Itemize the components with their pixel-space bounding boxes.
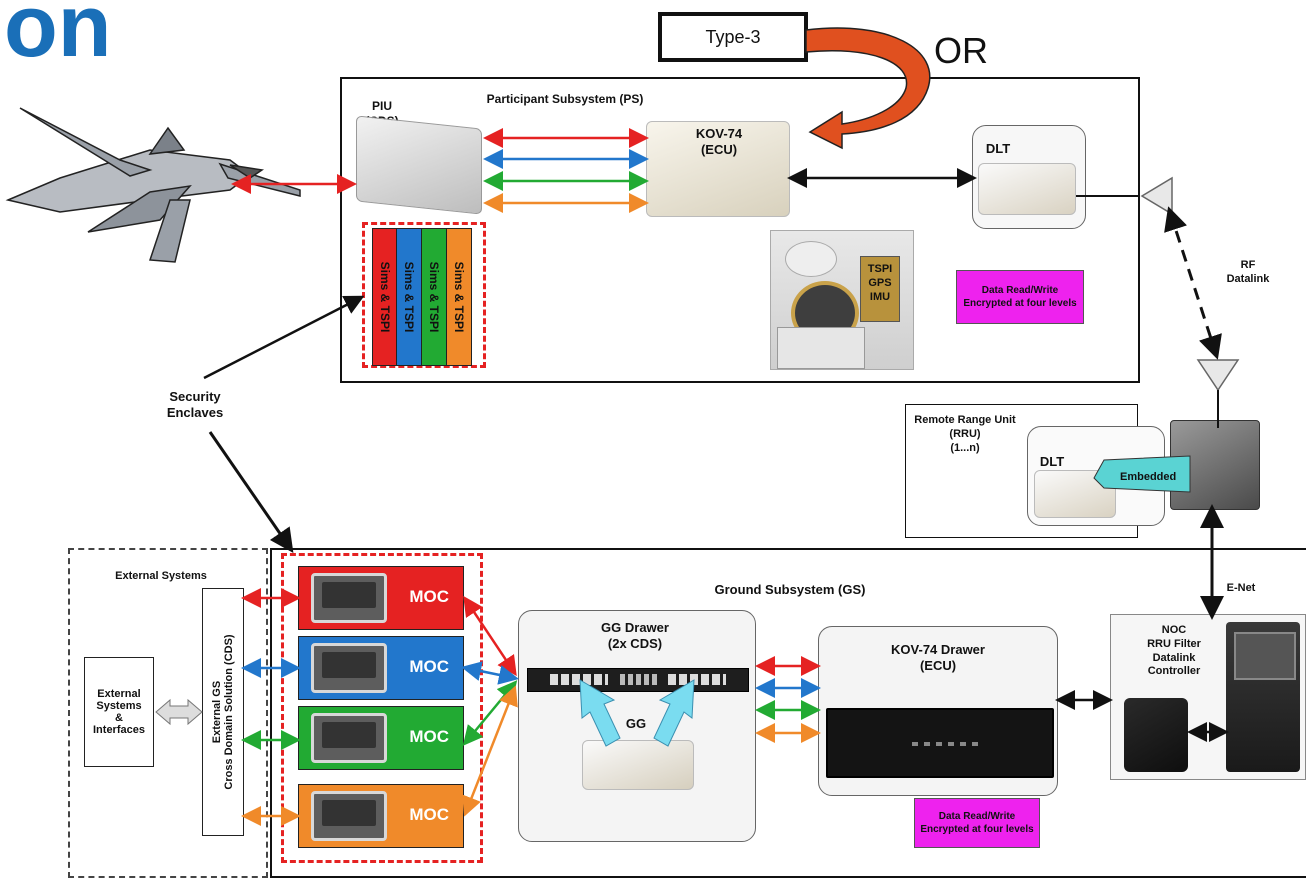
rru-title: Remote Range Unit (RRU) (1...n) <box>914 414 1016 454</box>
gps-antenna <box>785 241 837 277</box>
kov74-ecu-device <box>646 121 790 217</box>
tspi-gps-imu-label: TSPI GPS IMU <box>860 256 900 322</box>
kov74-ecu-label: KOV-74 (ECU) <box>695 126 743 158</box>
gg-rack-ports-right <box>668 674 726 685</box>
external-systems-interfaces-box: External Systems & Interfaces <box>84 657 154 767</box>
sims-tspi-orange: Sims & TSPI <box>446 228 472 366</box>
tspi-base-unit <box>777 327 865 369</box>
moc-blue: MOC <box>298 636 464 700</box>
enet-label: E-Net <box>1226 582 1256 594</box>
noc-monitor <box>1234 632 1296 680</box>
type3-box: Type-3 <box>658 12 808 62</box>
noc-label: NOC RRU Filter Datalink Controller <box>1147 624 1201 678</box>
kov74-rack-indicators <box>912 742 982 746</box>
moc-green: MOC <box>298 706 464 770</box>
moc-red: MOC <box>298 566 464 630</box>
gg-rack-ports-left <box>550 674 608 685</box>
dlt-ps-label: DLT <box>985 141 1011 156</box>
gg-label: GG <box>625 716 647 731</box>
dlt-ps-device <box>978 163 1076 215</box>
gs-encrypted-note: Data Read/Write Encrypted at four levels <box>914 798 1040 848</box>
rru-dlt-label: DLT <box>1039 454 1065 469</box>
ps-security-enclave <box>362 222 486 368</box>
participant-subsystem-title: Participant Subsystem (PS) <box>486 92 644 106</box>
moc-orange: MOC <box>298 784 464 848</box>
gg-drawer-rack <box>527 668 749 692</box>
external-systems-title: External Systems <box>115 570 207 582</box>
kov74-drawer-label: KOV-74 Drawer (ECU) <box>891 642 985 674</box>
gg-device <box>582 740 694 790</box>
or-label: OR <box>934 30 988 71</box>
ps-encrypted-note: Data Read/Write Encrypted at four levels <box>956 270 1084 324</box>
gg-drawer-panel <box>518 610 756 842</box>
gg-drawer-label: GG Drawer (2x CDS) <box>601 620 669 652</box>
tspi-gps-imu-photo <box>770 230 914 370</box>
noc-server <box>1124 698 1188 772</box>
page-title-fragment: on <box>4 0 112 75</box>
security-enclaves-label: Security Enclaves <box>166 389 224 421</box>
kov74-drawer-rack <box>826 708 1054 778</box>
gg-rack-ports-mid <box>620 674 660 685</box>
noc-workstation <box>1226 622 1300 772</box>
sims-tspi-red: Sims & TSPI <box>372 228 398 366</box>
ground-subsystem-title: Ground Subsystem (GS) <box>714 582 866 597</box>
embedded-text: Embedded <box>1120 471 1176 483</box>
rf-datalink-label: RF Datalink <box>1226 259 1270 285</box>
